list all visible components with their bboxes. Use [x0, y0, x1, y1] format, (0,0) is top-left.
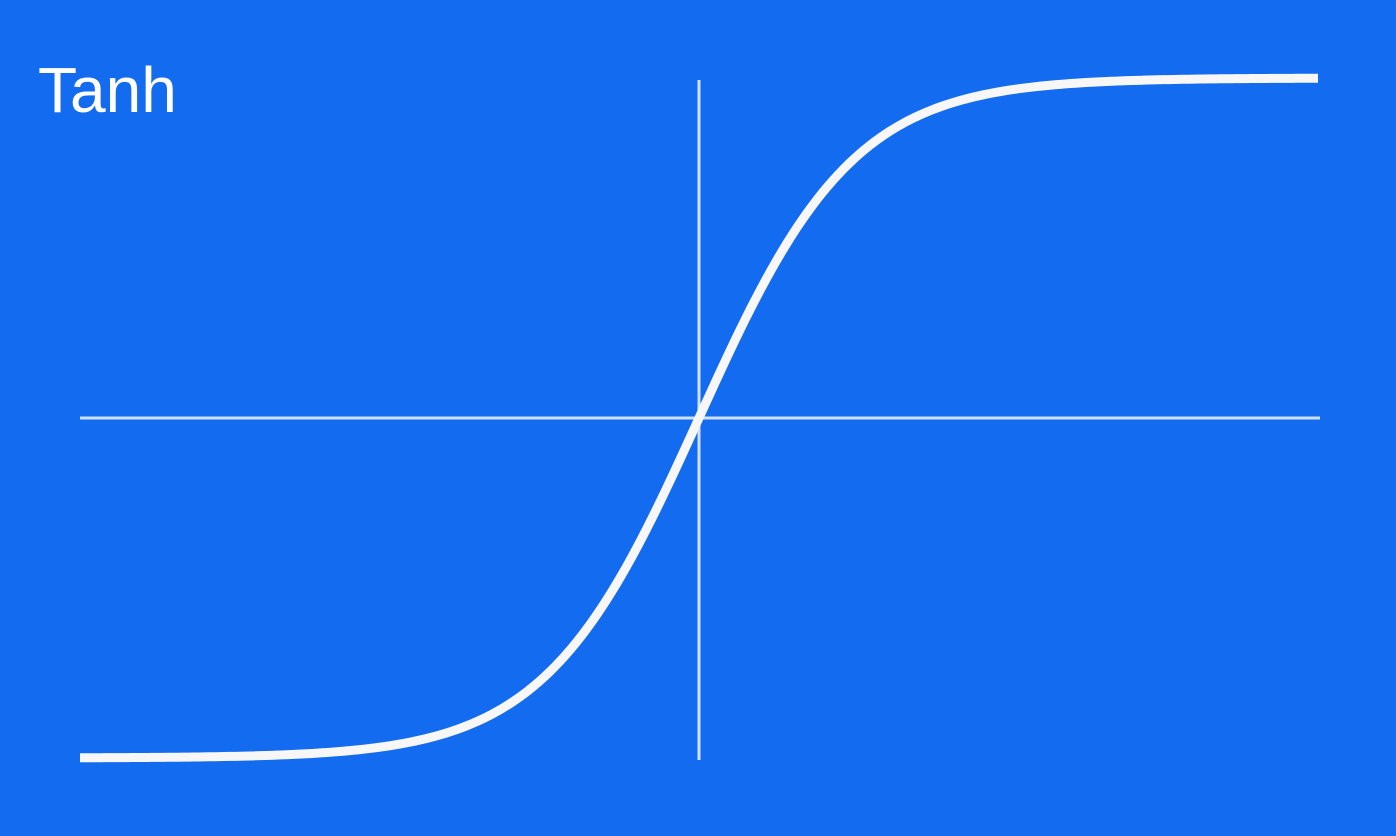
tanh-curve	[79, 73, 1319, 763]
chart-title: Tanh	[38, 54, 177, 126]
